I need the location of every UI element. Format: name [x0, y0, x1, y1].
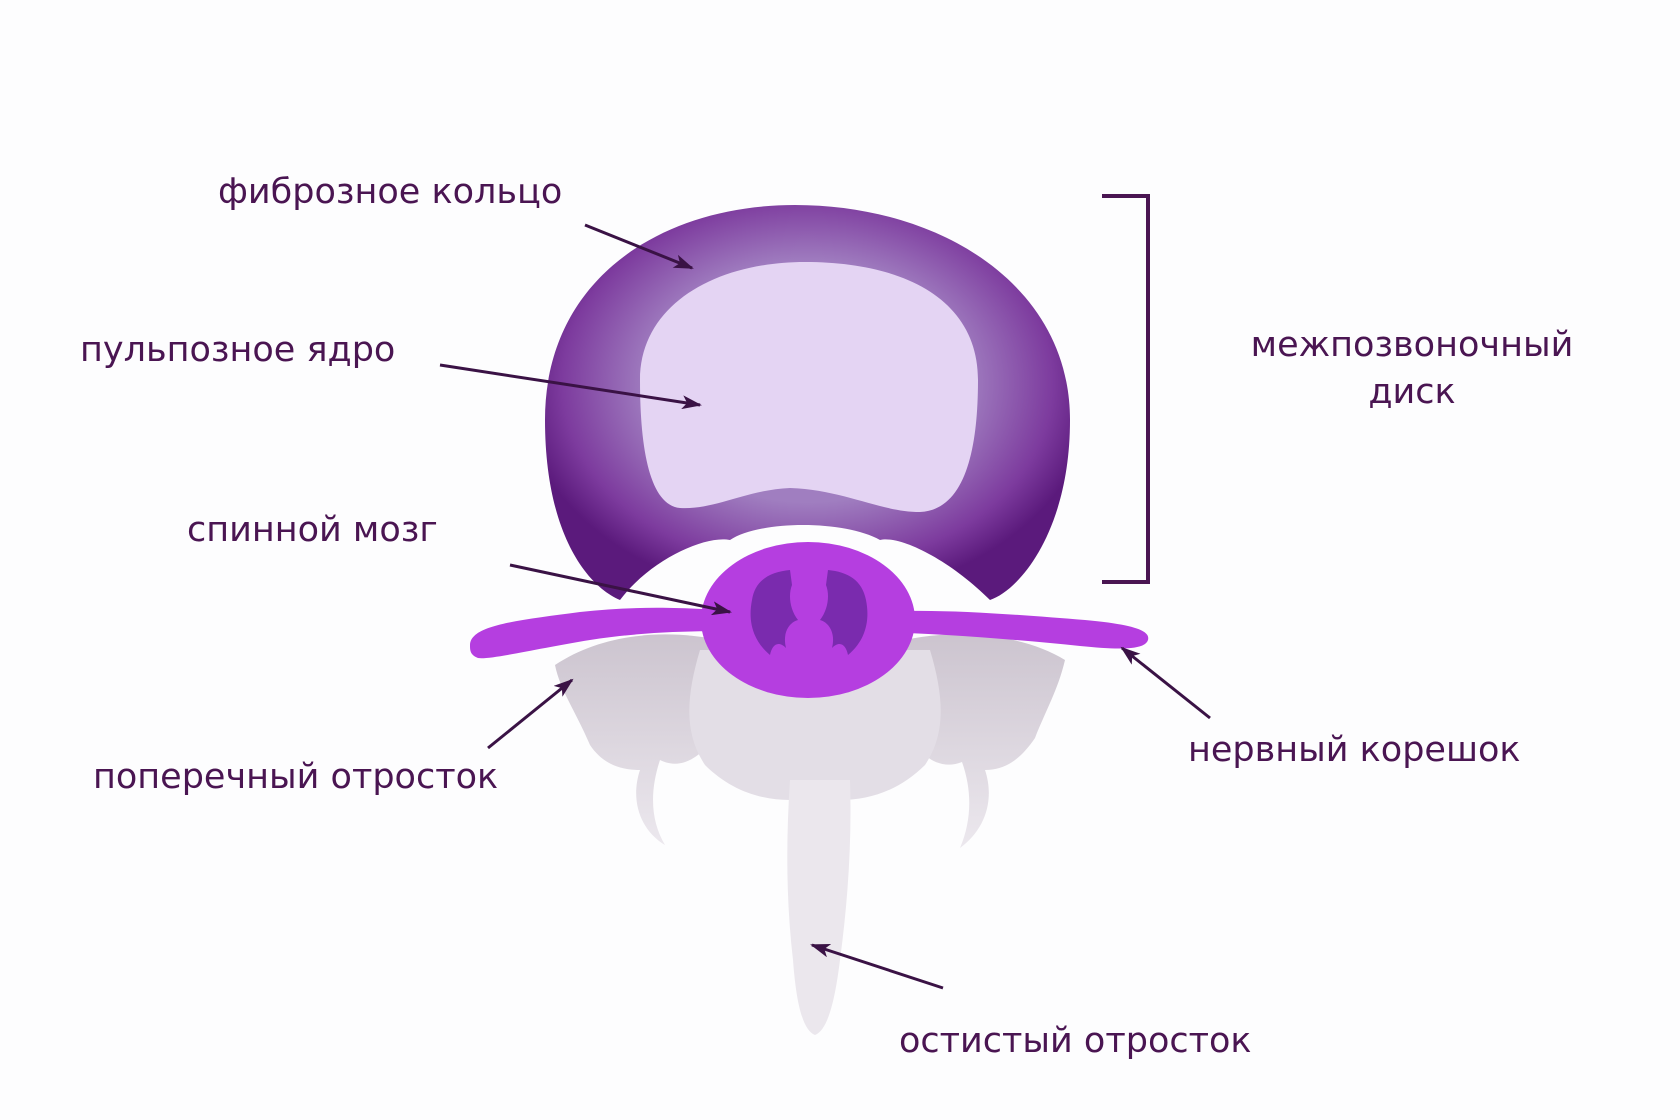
- label-intervertebral-disc: межпозвоночный диск: [1222, 322, 1602, 417]
- spinal-cord-body: [701, 542, 915, 698]
- arrow-transverse: [487, 678, 574, 750]
- label-disc-line2: диск: [1368, 372, 1456, 413]
- arrow-nucleus: [439, 363, 702, 410]
- arrow-spinous: [810, 943, 944, 990]
- nerve-root-left: [470, 607, 740, 659]
- spinous-process: [787, 780, 851, 1035]
- arrow-spinal-cord: [509, 563, 732, 616]
- grey-matter-left: [750, 570, 798, 655]
- pointer-arrows: [439, 223, 1211, 990]
- nerve-roots: [470, 607, 1149, 659]
- label-spinous-process: остистый отросток: [899, 1021, 1252, 1061]
- spinal-cord: [701, 542, 915, 698]
- disc-bracket: [1102, 194, 1150, 584]
- transverse-process-right: [905, 634, 1065, 848]
- arrow-nerve-root: [1120, 646, 1211, 720]
- transverse-process-left: [555, 634, 720, 845]
- nerve-root-right: [880, 610, 1149, 649]
- vertebral-arch: [555, 634, 1065, 1035]
- intervertebral-disc: [545, 205, 1070, 600]
- grey-matter-right: [820, 570, 868, 655]
- nucleus-pulposus: [640, 262, 978, 512]
- vertebral-body-arch: [689, 650, 941, 800]
- label-nerve-root: нервный корешок: [1188, 730, 1521, 770]
- arrow-annulus: [584, 223, 694, 270]
- label-disc-line1: межпозвоночный: [1250, 325, 1574, 365]
- label-nucleus-pulposus: пульпозное ядро: [80, 330, 396, 370]
- label-spinal-cord: спинной мозг: [187, 510, 438, 550]
- label-transverse-process: поперечный отросток: [93, 757, 499, 797]
- label-annulus-fibrosus: фиброзное кольцо: [218, 172, 563, 212]
